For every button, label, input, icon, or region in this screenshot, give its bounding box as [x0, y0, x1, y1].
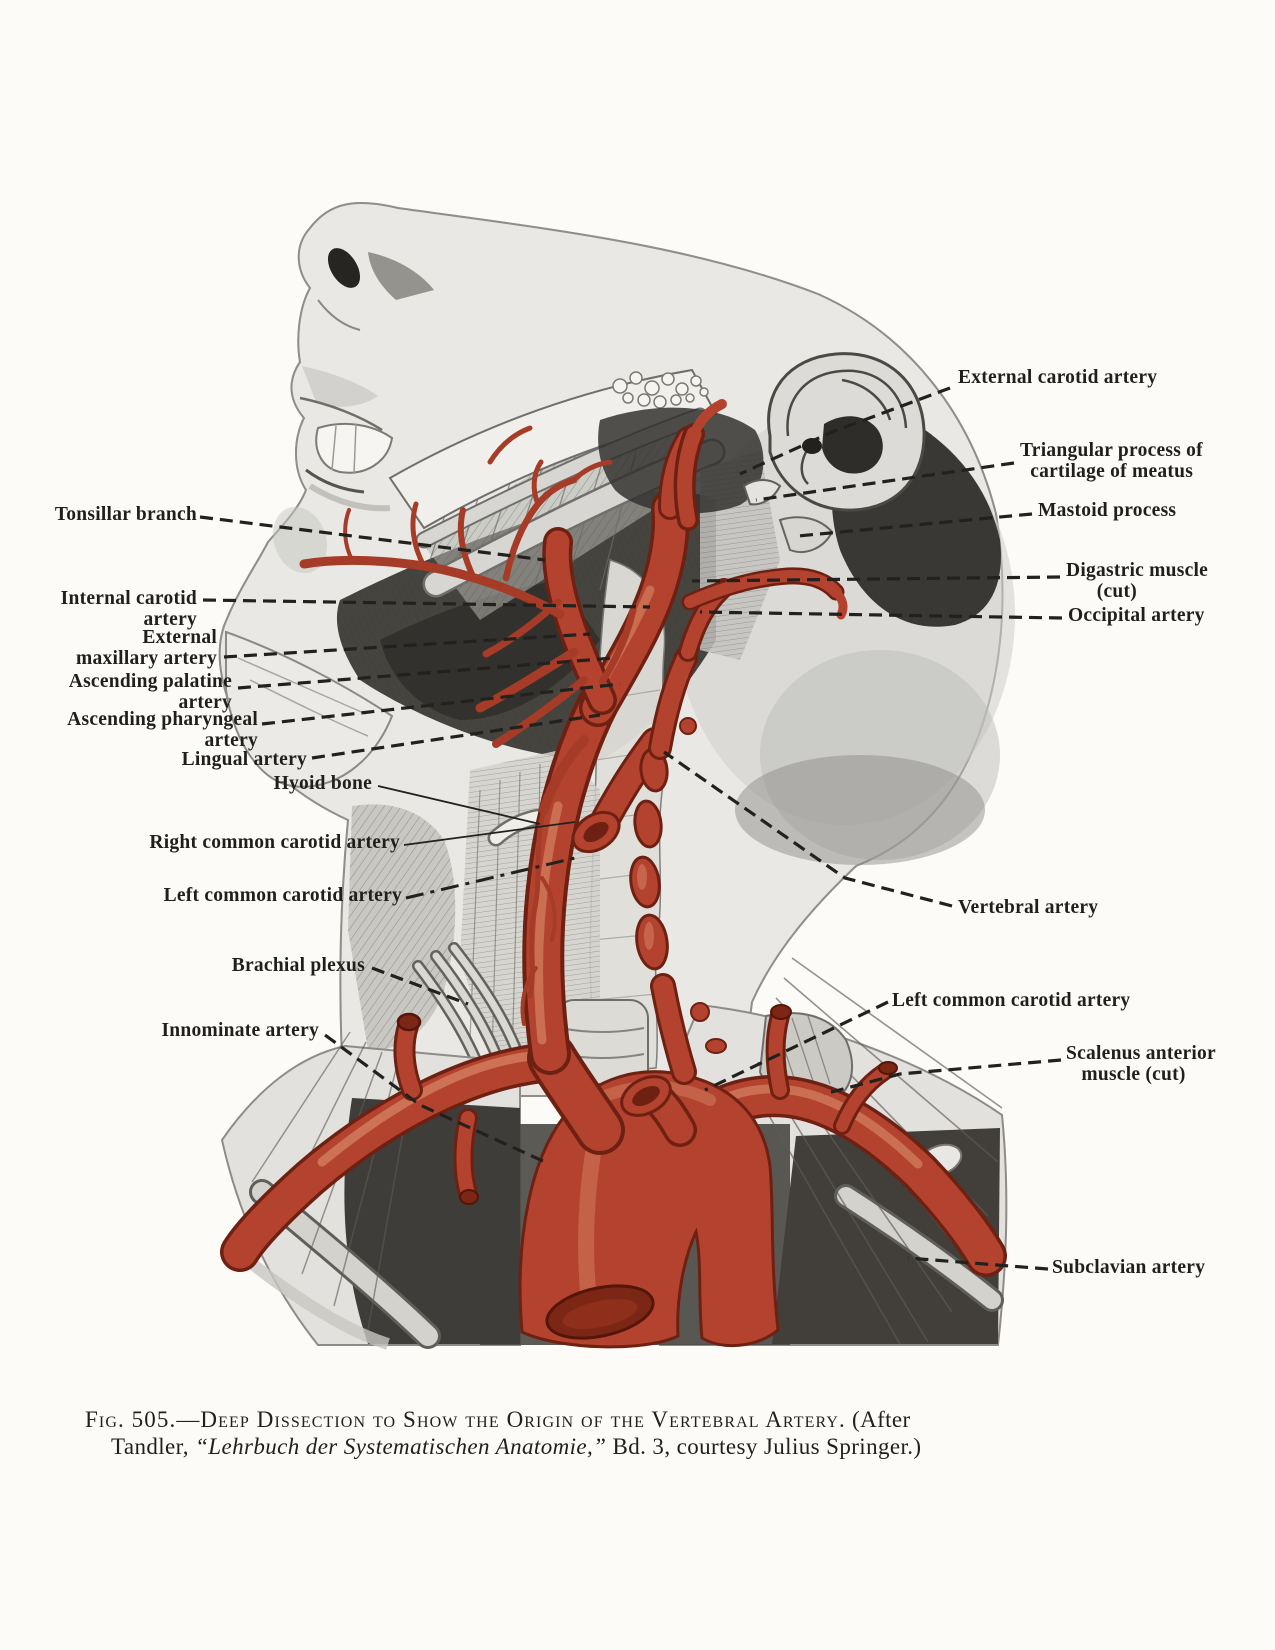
ear-region	[598, 352, 1001, 627]
meatus-cartilage-process	[742, 479, 782, 506]
label-occipital-artery: Occipital artery	[1068, 605, 1205, 626]
face-features	[272, 248, 434, 574]
left-subclavian-artery-graphic	[695, 1004, 1007, 1277]
nostril	[327, 248, 361, 288]
leader-occipital	[699, 610, 1063, 620]
superior-thyroid-graphic	[539, 735, 589, 815]
leader-lingual	[311, 713, 601, 760]
leader-hyoid-bone	[377, 785, 541, 825]
leader-ascending-pharyngeal	[261, 682, 621, 726]
caption-line-1: Fig. 505.—Deep Dissection to Show the Or…	[85, 1406, 1210, 1433]
label-scalenus-anterior-muscle-cut: Scalenus anterior muscle (cut)	[1066, 1043, 1216, 1085]
label-lingual-artery: Lingual artery	[181, 749, 307, 770]
label-external-carotid-artery: External carotid artery	[958, 367, 1158, 388]
label-vertebral-artery: Vertebral artery	[958, 897, 1099, 918]
external-carotid-branches	[299, 425, 637, 1026]
leader-external-carotid	[739, 386, 951, 476]
lingual-artery-graphic	[475, 647, 579, 713]
vertebral-artery-graphic	[629, 578, 734, 1085]
label-left-common-carotid-artery-2: Left common carotid artery	[892, 990, 1131, 1011]
caption-title-smallcaps: Fig. 505.—Deep Dissection to Show the Or…	[85, 1407, 846, 1432]
chin-shading	[272, 506, 328, 574]
mastoid-cells	[612, 371, 709, 409]
ascending-palatine-graphic	[482, 598, 562, 658]
label-brachial-plexus: Brachial plexus	[231, 955, 365, 976]
nose-shadow	[368, 252, 434, 300]
leader-scalenus	[823, 1058, 1062, 1096]
right-clavicle	[837, 1187, 1001, 1309]
caption-credit-pre: Tandler,	[111, 1434, 196, 1459]
label-subclavian-artery: Subclavian artery	[1052, 1257, 1206, 1278]
leader-left-common-carotid	[405, 856, 576, 900]
ascending-pharyngeal-graphic	[598, 606, 637, 686]
leader-internal-carotid	[202, 598, 651, 609]
leader-right-common-carotid	[403, 821, 576, 846]
caption-book-title: “Lehrbuch der Systematischen Anatomie,”	[195, 1434, 607, 1459]
label-triangular-process: Triangular process of cartilage of meatu…	[1020, 440, 1203, 482]
leader-lines	[199, 386, 1063, 1271]
label-mastoid-process: Mastoid process	[1038, 500, 1177, 521]
label-right-common-carotid-artery: Right common carotid artery	[149, 832, 400, 853]
label-ascending-pharyngeal-artery: Ascending pharyngeal artery	[67, 709, 258, 751]
leader-innominate	[324, 1033, 546, 1164]
nape-shadow	[735, 755, 985, 865]
label-tonsillar-branch: Tonsillar branch	[54, 504, 197, 525]
label-innominate-artery: Innominate artery	[161, 1020, 319, 1041]
upper-lip	[302, 366, 378, 407]
leader-brachial-plexus	[371, 966, 469, 1006]
caption-credit-post: Bd. 3, courtesy Julius Springer.)	[606, 1434, 922, 1459]
leader-digastric	[691, 575, 1061, 583]
label-digastric-muscle-cut: Digastric muscle (cut)	[1066, 560, 1209, 602]
label-left-common-carotid-artery: Left common carotid artery	[163, 885, 402, 906]
leader-triangular-process	[755, 461, 1015, 502]
figure-caption: Fig. 505.—Deep Dissection to Show the Or…	[85, 1406, 1210, 1460]
leader-vertebral	[663, 750, 953, 908]
label-external-maxillary-artery: External maxillary artery	[76, 627, 217, 669]
leader-left-common-carotid-2	[704, 1000, 889, 1092]
lower-lip	[308, 483, 391, 512]
label-internal-carotid-artery: Internal carotid artery	[60, 588, 197, 630]
leader-tonsillar-branch	[199, 515, 546, 562]
caption-line-2: Tandler, “Lehrbuch der Systematischen An…	[111, 1433, 1210, 1460]
leader-subclavian	[907, 1256, 1049, 1271]
caption-line1-after: (After	[845, 1407, 911, 1432]
leader-external-maxillary	[223, 632, 591, 659]
arteries	[220, 399, 1007, 1349]
label-ascending-palatine-artery: Ascending palatine artery	[68, 671, 232, 713]
label-hyoid-bone: Hyoid bone	[273, 773, 372, 794]
leader-ascending-palatine	[237, 656, 614, 690]
